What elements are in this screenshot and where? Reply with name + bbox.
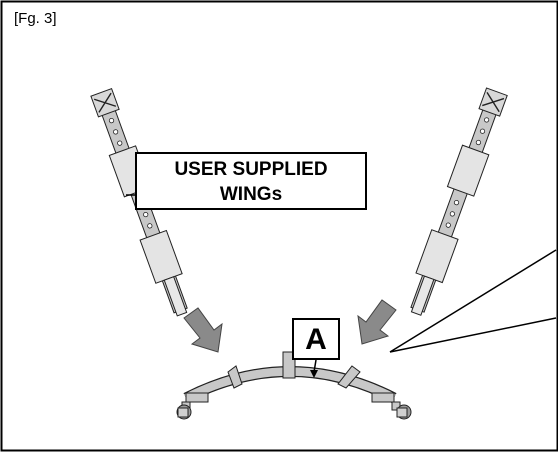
callout-right-leader-top	[389, 249, 557, 353]
callout-right-leader-bottom	[389, 317, 557, 353]
base-frame	[176, 351, 412, 420]
right-arrow	[357, 299, 397, 345]
callout-wings-line1: USER SUPPLIED	[174, 159, 328, 180]
callout-part-a: A	[292, 318, 340, 360]
callout-user-supplied-wings: USER SUPPLIED WINGs	[135, 152, 367, 210]
left-caster	[176, 401, 192, 420]
right-caster	[391, 401, 412, 420]
right-wing	[410, 87, 508, 316]
callout-wings-line2: WINGs	[219, 184, 283, 205]
figure-label: [Fg. 3]	[14, 10, 57, 27]
left-arrow	[183, 307, 223, 353]
